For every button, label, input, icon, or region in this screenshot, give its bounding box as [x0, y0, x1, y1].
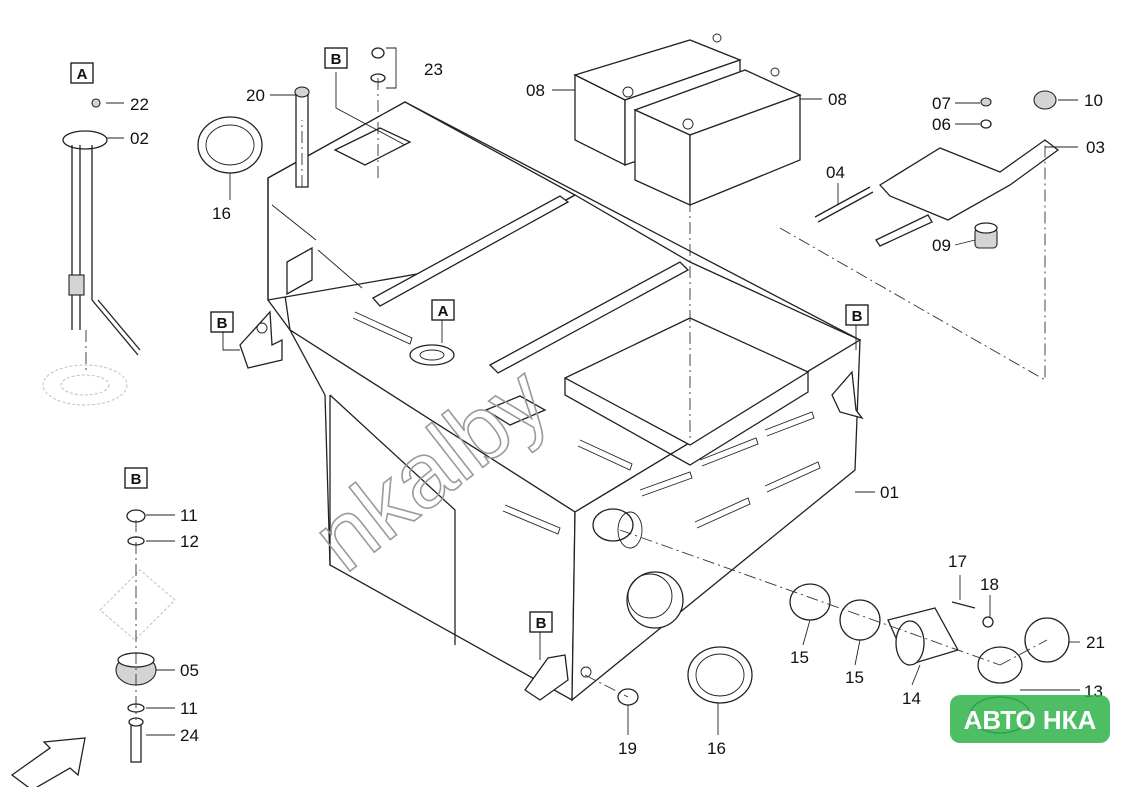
logo-text: АВТО НКА	[964, 705, 1097, 735]
view-marker-a-tank: A	[431, 299, 455, 321]
callout-20: 20	[246, 86, 265, 105]
callout-01: 01	[880, 483, 899, 502]
callout-24: 24	[180, 726, 199, 745]
callout-06: 06	[932, 115, 951, 134]
callout-16-bottom: 16	[707, 739, 726, 758]
callout-11-top: 11	[180, 506, 198, 525]
view-label-b: B	[131, 471, 142, 488]
fuel-sender	[42, 98, 141, 406]
view-label-a: A	[438, 303, 449, 320]
view-marker-b-right: B	[845, 304, 869, 326]
view-label-b: B	[217, 315, 228, 332]
callout-16-top: 16	[212, 204, 231, 223]
callout-19: 19	[618, 739, 637, 758]
view-marker-b-top: B	[324, 47, 348, 69]
batteries	[573, 33, 802, 207]
view-marker-b-left: B	[210, 311, 234, 333]
callout-17: 17	[948, 552, 967, 571]
callout-10: 10	[1084, 91, 1103, 110]
view-label-b: B	[852, 308, 863, 325]
callout-15-left: 15	[790, 648, 809, 667]
view-marker-b-mount: B	[124, 467, 148, 489]
callout-08-right: 08	[828, 90, 847, 109]
callout-02: 02	[130, 129, 149, 148]
mount-parts	[10, 509, 176, 791]
view-label-a: A	[77, 66, 88, 83]
callout-08-left: 08	[526, 81, 545, 100]
callout-07: 07	[932, 94, 951, 113]
callout-22: 22	[130, 95, 149, 114]
view-marker-b-bottom: B	[529, 611, 553, 633]
view-label-b: B	[331, 51, 342, 68]
battery-clamp	[814, 90, 1060, 249]
callout-05: 05	[180, 661, 199, 680]
callout-15-right: 15	[845, 668, 864, 687]
callout-21: 21	[1086, 633, 1105, 652]
view-marker-a-sender: A	[70, 62, 94, 84]
brand-logo: АВТО НКА	[950, 695, 1110, 743]
callout-04: 04	[826, 163, 845, 182]
view-label-b: B	[536, 615, 547, 632]
leader-lines	[85, 47, 1080, 736]
callout-03: 03	[1086, 138, 1105, 157]
callout-09: 09	[932, 236, 951, 255]
callout-12: 12	[180, 532, 199, 551]
fuel-tank	[239, 101, 864, 702]
callout-18: 18	[980, 575, 999, 594]
callout-14: 14	[902, 689, 921, 708]
callout-11-bottom: 11	[180, 699, 198, 718]
callout-23: 23	[424, 60, 443, 79]
